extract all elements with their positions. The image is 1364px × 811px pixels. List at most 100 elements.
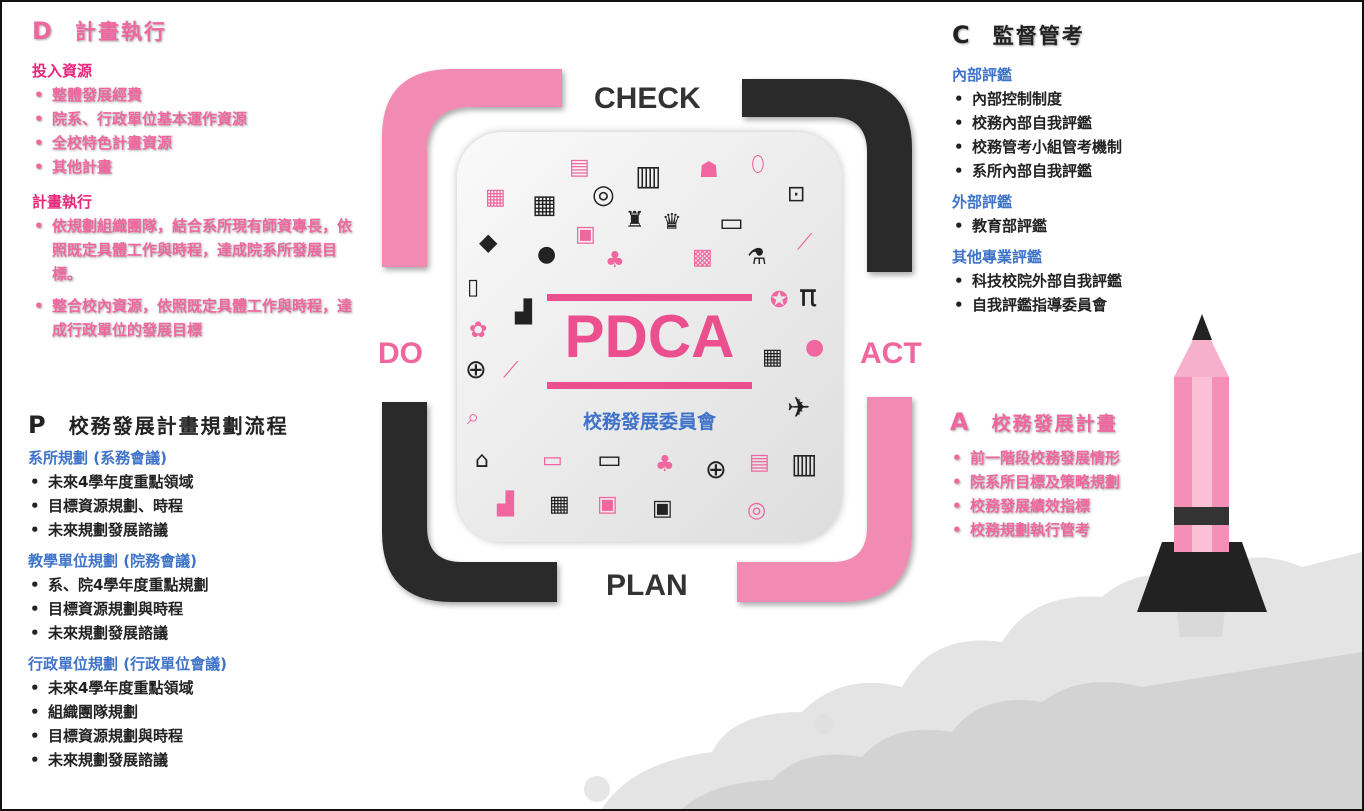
check-title: 監督管考 [992, 24, 1085, 48]
certificate-icon: ▤ [749, 450, 770, 475]
list-item: 校務內部自我評鑑 [952, 111, 1212, 135]
act-section-header: A 校務發展計畫 [950, 408, 1190, 436]
do-group-heading: 計畫執行 [32, 193, 93, 211]
check-group-list: 內部控制制度 校務內部自我評鑑 校務管考小組管考機制 系所內部自我評鑑 [952, 87, 1212, 183]
list-item: 未來規劃發展諮議 [28, 748, 358, 772]
check-letter: C [952, 21, 970, 49]
pdca-center-panel: PDCA 校務發展委員會 ▤ ◎ ▥ ☗ ⬯ ⊡ ▦ ▦ ♜ ♛ ▭ ◆ ● ▣… [457, 132, 842, 542]
trophy-icon: ♛ [662, 210, 682, 235]
football-icon: ● [805, 335, 825, 360]
blackboard-icon: ▭ [597, 445, 622, 475]
pushpin-icon: ✈ [787, 391, 811, 424]
list-item: 目標資源規劃、時程 [28, 494, 358, 518]
check-group-list: 科技校院外部自我評鑑 自我評鑑指導委員會 [952, 269, 1212, 317]
list-item: 教育部評鑑 [952, 214, 1212, 238]
telescope-icon: ⟋ [797, 230, 813, 255]
keyboard-icon: ▦ [762, 345, 783, 370]
check-arc [742, 79, 912, 272]
list-item: 目標資源規劃與時程 [28, 597, 358, 621]
list-item: 其他計畫 [32, 155, 372, 179]
act-list: 前一階段校務發展情形 院系所目標及策略規劃 校務發展績效指標 校務規劃執行管考 [950, 446, 1190, 542]
pdca-title: PDCA [564, 303, 735, 370]
act-title: 校務發展計畫 [991, 413, 1118, 435]
plan-group-heading: 系所規劃 (系務會議) [28, 449, 167, 467]
list-item: 未來規劃發展諮議 [28, 518, 358, 542]
pdca-subtitle: 校務發展委員會 [582, 411, 716, 433]
bell-icon: ♣ [655, 452, 675, 477]
check-group-heading: 內部評鑑 [952, 66, 1013, 84]
check-label: CHECK [594, 82, 701, 115]
palette-icon: ✿ [469, 318, 488, 343]
act-section: A 校務發展計畫 前一階段校務發展情形 院系所目標及策略規劃 校務發展績效指標 … [950, 408, 1190, 542]
pencil-cup-icon: ▟ [497, 492, 514, 517]
act-letter: A [950, 408, 969, 436]
printer-icon: ▣ [652, 496, 673, 521]
do-letter: D [32, 17, 52, 45]
plan-group-heading: 教學單位規劃 (院務會議) [28, 552, 197, 570]
list-item: 科技校院外部自我評鑑 [952, 269, 1212, 293]
do-title: 計畫執行 [75, 20, 168, 44]
reader-icon: ☗ [699, 158, 719, 183]
do-section: D 計畫執行 投入資源 整體發展經費 院系、行政單位基本運作資源 全校特色計畫資… [32, 16, 372, 342]
train-icon: ♜ [625, 208, 645, 233]
laptop-icon: ▭ [542, 448, 563, 473]
list-item: 前一階段校務發展情形 [950, 446, 1190, 470]
list-item: 校務管考小組管考機制 [952, 135, 1212, 159]
bell-icon: ♣ [605, 248, 625, 273]
graduation-cap-icon: ◆ [479, 228, 498, 256]
list-item: 系所內部自我評鑑 [952, 159, 1212, 183]
plan-group-list: 未來4學年度重點領域 目標資源規劃、時程 未來規劃發展諮議 [28, 470, 358, 542]
target-icon: ◎ [747, 498, 767, 523]
pdca-top-bar [547, 294, 752, 301]
cloud-icon [584, 552, 1362, 809]
list-item: 系、院4學年度重點規劃 [28, 573, 358, 597]
do-label: DO [378, 337, 423, 370]
list-item: 自我評鑑指導委員會 [952, 293, 1212, 317]
check-group-heading: 其他專業評鑑 [952, 248, 1043, 266]
medal-icon: ✪ [770, 288, 789, 313]
list-item: 內部控制制度 [952, 87, 1212, 111]
calculator-keys-icon: ▦ [549, 492, 570, 517]
pencil-cup-icon: ▟ [515, 300, 532, 325]
check-section-header: C 監督管考 [952, 20, 1212, 50]
list-item: 整合校內資源，依照既定具體工作與時程，達成行政單位的發展目標 [32, 294, 357, 342]
keyboard-icon: ▦ [485, 185, 506, 210]
check-group-list: 教育部評鑑 [952, 214, 1212, 238]
cycle-arcs [382, 69, 912, 602]
backpack-icon: ⊡ [787, 182, 806, 207]
school-icon: ⌂ [475, 448, 489, 473]
list-item: 全校特色計畫資源 [32, 131, 372, 155]
check-section: C 監督管考 內部評鑑 內部控制制度 校務內部自我評鑑 校務管考小組管考機制 系… [952, 20, 1212, 317]
pdca-bottom-bar [547, 382, 752, 389]
bus-icon: ▩ [692, 245, 713, 270]
pi-icon: π [799, 279, 818, 314]
list-item: 院系所目標及策略規劃 [950, 470, 1190, 494]
list-item: 未來4學年度重點領域 [28, 676, 358, 700]
globe-icon: ⊕ [465, 355, 487, 385]
plan-title: 校務發展計畫規劃流程 [68, 414, 289, 438]
rocket-cloud-illustration [584, 314, 1362, 809]
do-group-list: 依規劃組織團隊，結合系所現有師資專長，依照既定具體工作與時程，達成院系所發展目標… [32, 214, 357, 342]
list-item: 目標資源規劃與時程 [28, 724, 358, 748]
act-arc [737, 397, 912, 602]
plan-letter: P [28, 411, 46, 439]
blackboard-icon: ▭ [719, 208, 744, 238]
printer-icon: ▣ [597, 492, 618, 517]
compass-icon: ⚗ [747, 245, 767, 270]
do-arc [382, 69, 562, 267]
printer-icon: ▣ [575, 222, 596, 247]
certificate-icon: ▤ [569, 155, 590, 180]
books-icon: ▥ [791, 447, 818, 480]
plan-group-list: 未來4學年度重點領域 組織團隊規劃 目標資源規劃與時程 未來規劃發展諮議 [28, 676, 358, 772]
check-group-heading: 外部評鑑 [952, 193, 1013, 211]
plan-group-heading: 行政單位規劃 (行政單位會議) [28, 655, 227, 673]
mouse-icon: ⬯ [751, 152, 765, 177]
basketball-icon: ● [537, 242, 557, 267]
list-item: 整體發展經費 [32, 83, 372, 107]
calculator-icon: ▦ [532, 190, 557, 220]
list-item: 校務發展績效指標 [950, 494, 1190, 518]
plan-arc [382, 402, 557, 602]
plan-group-list: 系、院4學年度重點規劃 目標資源規劃與時程 未來規劃發展諮議 [28, 573, 358, 645]
list-item: 依規劃組織團隊，結合系所現有師資專長，依照既定具體工作與時程，達成院系所發展目標… [32, 214, 357, 286]
